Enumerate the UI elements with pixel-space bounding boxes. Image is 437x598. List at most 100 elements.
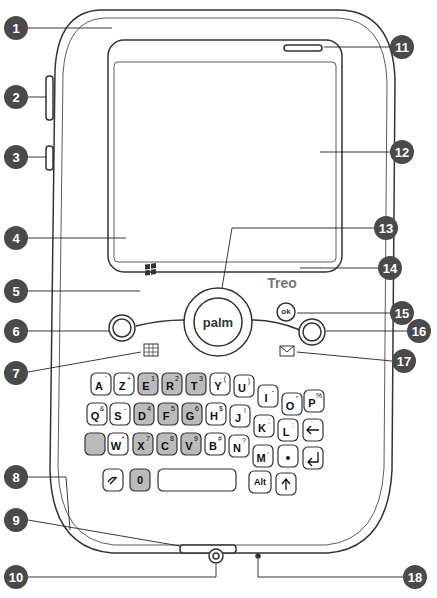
key-symbol: 7 bbox=[146, 435, 150, 442]
key-letter: G bbox=[186, 411, 195, 422]
key-cap bbox=[108, 433, 128, 455]
callout-number: 6 bbox=[4, 319, 28, 343]
brand-name: Treo bbox=[267, 276, 297, 290]
key-symbol: 6 bbox=[195, 405, 199, 412]
key-symbol: 1 bbox=[151, 375, 155, 382]
key-symbol: : bbox=[292, 421, 294, 428]
key-cap bbox=[87, 403, 107, 425]
callout-number: 9 bbox=[4, 508, 28, 532]
key-letter: E bbox=[142, 381, 149, 392]
key-letter: Q bbox=[91, 411, 100, 422]
key-letter: I bbox=[264, 393, 267, 404]
key-letter: Z bbox=[119, 381, 126, 392]
callout-number: 3 bbox=[4, 145, 28, 169]
key-symbol: 8 bbox=[170, 435, 174, 442]
key-cap bbox=[158, 403, 178, 425]
key-symbol: % bbox=[316, 392, 322, 399]
key-letter: P bbox=[308, 398, 315, 409]
key-symbol: , bbox=[267, 447, 269, 454]
key-symbol: - bbox=[124, 405, 126, 412]
callout-number: 5 bbox=[4, 279, 28, 303]
key-cap bbox=[133, 433, 153, 455]
key-letter: H bbox=[210, 411, 218, 422]
key-letter: L bbox=[283, 427, 290, 438]
callout-number: 18 bbox=[403, 565, 427, 589]
callout-number: 7 bbox=[4, 361, 28, 385]
key-cap bbox=[229, 435, 249, 457]
callout-number: 14 bbox=[378, 256, 402, 280]
key-letter: O bbox=[286, 401, 295, 412]
key-letter: T bbox=[191, 381, 198, 392]
callout-number: 4 bbox=[4, 226, 28, 250]
callout-number: 2 bbox=[4, 85, 28, 109]
callout-number: 11 bbox=[390, 35, 414, 59]
key-cap bbox=[114, 373, 134, 395]
callout-number: 16 bbox=[407, 319, 431, 343]
key-cap bbox=[278, 419, 298, 441]
key-symbol: ( bbox=[224, 375, 226, 382]
key-letter: B bbox=[209, 441, 217, 452]
key-symbol: + bbox=[127, 375, 131, 382]
key-cap bbox=[304, 390, 324, 412]
key-cap bbox=[210, 373, 230, 395]
key-symbol: 9 bbox=[194, 435, 198, 442]
key-cap bbox=[230, 405, 250, 427]
callout-number: 1 bbox=[4, 16, 28, 40]
key-letter: 0 bbox=[137, 475, 143, 486]
key-symbol: # bbox=[218, 435, 222, 442]
key-cap bbox=[162, 373, 182, 395]
callout-number: 8 bbox=[4, 465, 28, 489]
key-letter: D bbox=[138, 411, 146, 422]
callout-number: 12 bbox=[390, 140, 414, 164]
key-cap bbox=[282, 393, 302, 415]
key-cap bbox=[182, 403, 202, 425]
key-symbol: ? bbox=[242, 437, 246, 444]
key-symbol: ' bbox=[105, 375, 106, 382]
key-letter: V bbox=[185, 441, 192, 452]
key-letter: C bbox=[161, 441, 169, 452]
ok-button-text: ok bbox=[281, 308, 290, 316]
key-cap bbox=[181, 433, 201, 455]
key-letter: R bbox=[166, 381, 174, 392]
key-letter: W bbox=[111, 441, 121, 452]
key-symbol: " bbox=[296, 395, 299, 402]
key-letter: F bbox=[163, 411, 170, 422]
key-cap bbox=[186, 373, 206, 395]
callout-number: 17 bbox=[392, 349, 416, 373]
key-cap bbox=[205, 433, 225, 455]
key-letter: K bbox=[258, 423, 266, 434]
key-symbol: ) bbox=[248, 377, 250, 384]
key-letter: N bbox=[233, 443, 241, 454]
key-letter: X bbox=[137, 441, 144, 452]
key-cap bbox=[253, 445, 273, 467]
key-symbol: 2 bbox=[175, 375, 179, 382]
key-cap bbox=[206, 403, 226, 425]
key-symbol: 4 bbox=[147, 405, 151, 412]
key-letter: Alt bbox=[254, 478, 266, 487]
key-letter: U bbox=[238, 383, 246, 394]
key-symbol: ! bbox=[244, 407, 246, 414]
key-letter: A bbox=[95, 381, 103, 392]
key-letter: M bbox=[256, 453, 265, 464]
key-symbol: ; bbox=[268, 417, 270, 424]
key-cap bbox=[254, 415, 274, 437]
key-symbol: & bbox=[100, 405, 105, 412]
key-symbol: - bbox=[272, 387, 274, 394]
key-cap bbox=[134, 403, 154, 425]
callout-number: 13 bbox=[374, 216, 398, 240]
key-cap bbox=[234, 375, 254, 397]
key-symbol: 5 bbox=[171, 405, 175, 412]
key-cap bbox=[110, 403, 130, 425]
key-letter: Y bbox=[214, 381, 221, 392]
key-letter: J bbox=[235, 413, 241, 424]
key-cap bbox=[138, 373, 158, 395]
key-symbol: 3 bbox=[199, 375, 203, 382]
key-symbol: * bbox=[122, 435, 125, 442]
key-cap bbox=[157, 433, 177, 455]
callout-number: 10 bbox=[4, 565, 28, 589]
key-letter: S bbox=[114, 411, 121, 422]
key-symbol: $ bbox=[219, 405, 223, 412]
